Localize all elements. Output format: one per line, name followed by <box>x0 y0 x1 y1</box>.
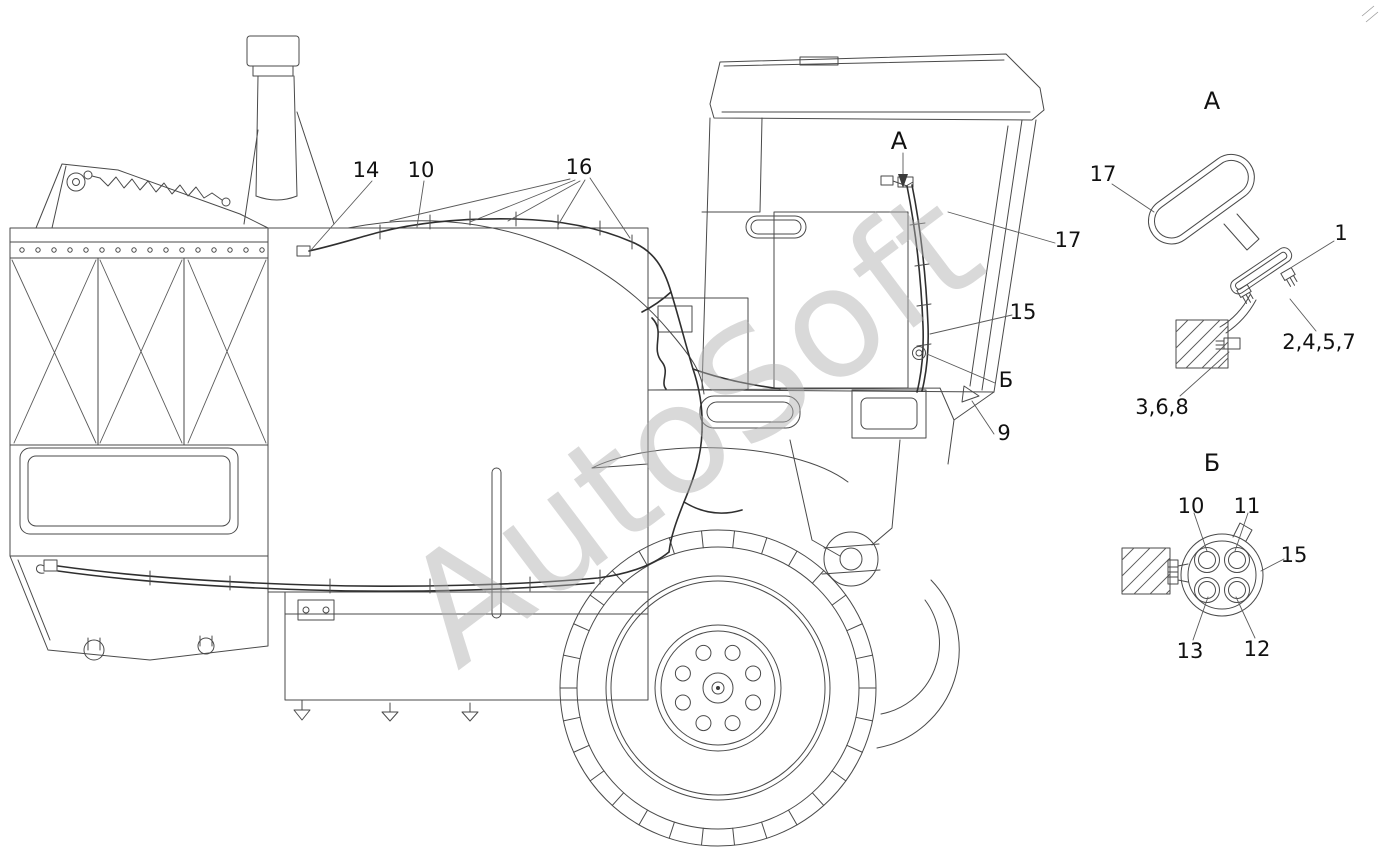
corner-mark <box>1361 5 1379 23</box>
header-section <box>9 163 269 661</box>
callout-9-label: 9 <box>997 421 1010 445</box>
hub-bolts <box>674 644 762 732</box>
leader-17 <box>947 211 1056 244</box>
leader-a-1 <box>1291 240 1335 268</box>
detail-a-callout-1: 1 <box>1334 221 1347 245</box>
detail-a-title: А <box>1204 87 1221 115</box>
callout-10-label: 10 <box>408 158 435 182</box>
leader-16 <box>389 177 631 239</box>
detail-a-callout-2457: 2,4,5,7 <box>1282 330 1355 354</box>
detail-a: А 17 1 2,4,5,7 3,6,8 <box>1090 87 1356 419</box>
lamp-stud <box>1167 559 1189 585</box>
callout-17-label: 17 <box>1055 228 1082 252</box>
view-a-arrowhead <box>898 174 908 188</box>
rear-wheel <box>876 579 960 749</box>
leader-b-13 <box>1192 596 1209 641</box>
mirror-stem <box>1223 213 1260 251</box>
mount-bolt <box>1223 337 1241 350</box>
rivet-row <box>19 247 265 253</box>
callout-15-label: 15 <box>1010 300 1037 324</box>
lamp-tab <box>1232 522 1253 542</box>
leader-a-17 <box>1111 183 1155 213</box>
callout-b-label: Б <box>999 368 1013 392</box>
detail-b-callout-13: 13 <box>1177 639 1204 663</box>
wheel-lugs <box>559 530 877 846</box>
mirror-bracket-plate <box>1230 247 1293 295</box>
detail-a-callout-17: 17 <box>1090 162 1117 186</box>
chassis-platform <box>591 385 980 587</box>
detail-b-callout-15: 15 <box>1281 543 1308 567</box>
leader-10 <box>416 180 425 228</box>
leader-b-10 <box>1193 512 1208 552</box>
detail-b-title: Б <box>1204 449 1220 477</box>
mirror-head <box>1147 153 1255 245</box>
callout-16-label: 16 <box>566 155 593 179</box>
detail-b-callout-12: 12 <box>1244 637 1271 661</box>
leader-b-15 <box>1260 558 1285 572</box>
leader-b-11 <box>1234 512 1249 552</box>
detail-b: Б 10 11 15 13 <box>1121 449 1308 663</box>
leader-a-368 <box>1179 351 1230 397</box>
callout-14-label: 14 <box>353 158 380 182</box>
harness-connector-14 <box>296 245 311 257</box>
engine-compartment <box>267 220 749 722</box>
work-lamp-marker <box>912 346 926 360</box>
leader-b <box>926 353 996 384</box>
lamp-mount-hatch <box>1121 547 1171 595</box>
main-callouts: 14 10 16 А 17 15 Б 9 <box>310 127 1082 445</box>
front-wheel <box>559 529 877 847</box>
mirror-arm <box>1219 294 1257 334</box>
wiring-harness <box>36 175 932 594</box>
lamp-body <box>1180 522 1264 617</box>
leader-b-12 <box>1235 596 1256 639</box>
leader-14 <box>310 180 373 251</box>
flag-marker <box>961 385 980 403</box>
detail-b-callout-11: 11 <box>1234 494 1261 518</box>
mount-surface-hatch <box>1175 319 1229 369</box>
leader-a-2457 <box>1289 298 1317 332</box>
cab <box>701 53 1045 421</box>
bolt-b <box>1280 267 1298 287</box>
leader-9 <box>971 400 995 435</box>
exhaust-stack <box>243 35 335 225</box>
detail-a-callout-368: 3,6,8 <box>1135 395 1188 419</box>
view-a-label: А <box>891 127 908 155</box>
detail-b-callout-10: 10 <box>1178 494 1205 518</box>
leader-15 <box>929 314 1013 335</box>
harness-end-fitting <box>43 559 58 572</box>
